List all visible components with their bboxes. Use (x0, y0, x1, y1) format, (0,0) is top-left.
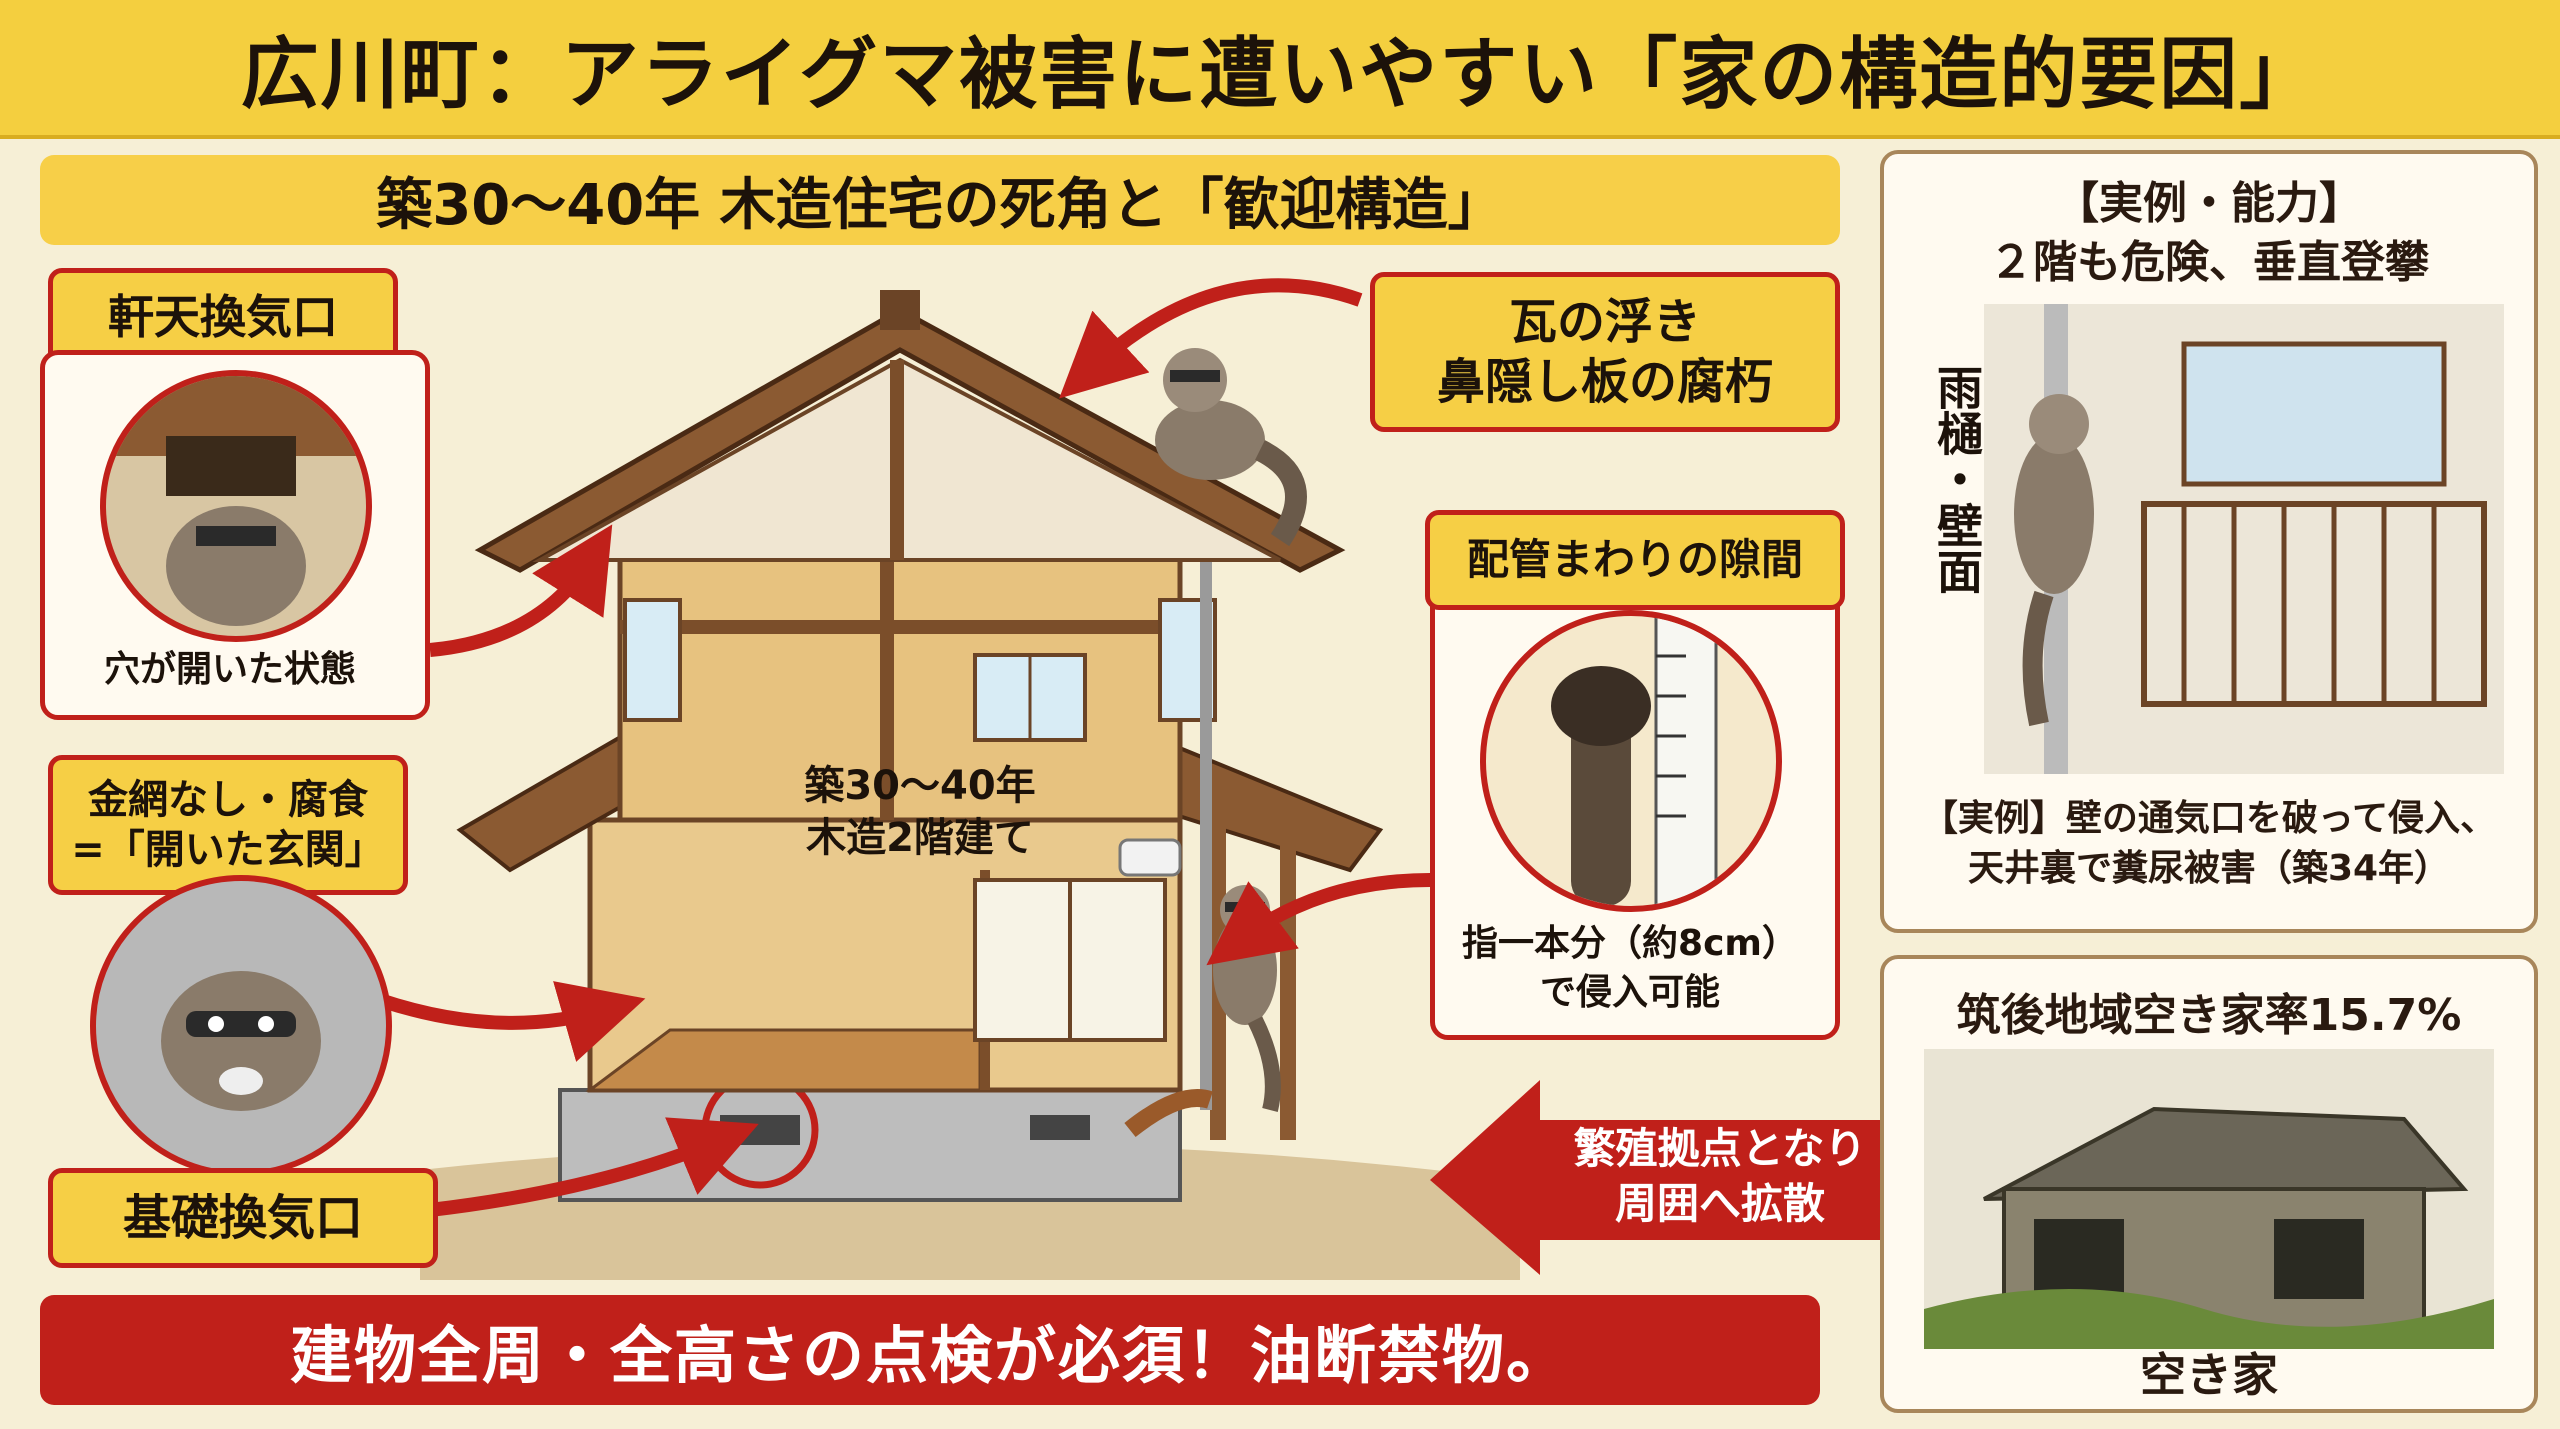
house-age: 築30〜40年 (804, 763, 1036, 809)
eave-vent-image (100, 370, 372, 642)
house-type: 木造2階建て (806, 815, 1034, 861)
roof-tiles-line2: 鼻隠し板の腐朽 (1436, 354, 1773, 410)
no-mesh-image (90, 875, 392, 1177)
vacancy-rate-title: 筑後地域空き家率15.7% (1956, 990, 2462, 1041)
eave-vent-caption: 穴が開いた状態 (103, 649, 356, 690)
right-top-example-line2: 天井裏で糞尿被害（築34年） (1967, 848, 2451, 890)
vacant-house-caption: 空き家 (2140, 1348, 2278, 1402)
pipe-gap-caption: 指一本分（約8cm） で侵入可能 (1430, 920, 1830, 1017)
right-top-example: 【実例】壁の通気口を破って侵入、 天井裏で糞尿被害（築34年） (1884, 794, 2534, 895)
roof-tiles-label: 瓦の浮き 鼻隠し板の腐朽 (1370, 272, 1840, 432)
breeding-text: 繁殖拠点となり 周囲へ拡散 (1540, 1122, 1900, 1231)
no-mesh-label: 金網なし・腐食 =「開いた玄関」 (48, 755, 408, 895)
pipe-gap-image (1480, 610, 1782, 912)
no-mesh-line1: 金網なし・腐食 (88, 777, 368, 823)
right-top-title-line2: ２階も危険、垂直登攀 (1989, 237, 2429, 289)
right-bottom-panel: 筑後地域空き家率15.7% 空き家 (1880, 955, 2538, 1413)
right-top-example-line1: 【実例】壁の通気口を破って侵入、 (1921, 798, 2497, 839)
climbing-raccoon-image (1984, 304, 2504, 774)
pipe-gap-label: 配管まわりの隙間 (1425, 510, 1845, 610)
breeding-line1: 繁殖拠点となり (1573, 1124, 1867, 1173)
raccoon-mesh-icon (161, 971, 321, 1111)
right-top-title-line1: 【実例・能力】 (2055, 178, 2363, 229)
right-top-panel: 【実例・能力】 ２階も危険、垂直登攀 雨樋・壁面 【実例】壁の通気口を破って侵入… (1880, 150, 2538, 933)
no-mesh-line2: =「開いた玄関」 (71, 827, 385, 873)
rain-gutter-label: 雨樋・壁面 (1930, 364, 1984, 594)
roof-tiles-line1: 瓦の浮き (1508, 294, 1701, 350)
page-title: 広川町：アライグマ被害に遭いやすい「家の構造的要因」 (240, 29, 2320, 120)
bottom-banner: 建物全周・全高さの点検が必須！油断禁物。 (40, 1295, 1820, 1405)
foundation-vent-label: 基礎換気口 (48, 1168, 438, 1268)
vacant-house-image (1924, 1049, 2494, 1349)
house-label: 築30〜40年 木造2階建て (720, 760, 1120, 864)
subtitle: 築30〜40年 木造住宅の死角と「歓迎構造」 (40, 155, 1840, 245)
pipe-gap-caption-line2: で侵入可能 (1539, 971, 1720, 1013)
right-top-title: 【実例・能力】 ２階も危険、垂直登攀 (1884, 174, 2534, 293)
house-illustration (420, 290, 1520, 1280)
title-bar: 広川町：アライグマ被害に遭いやすい「家の構造的要因」 (0, 0, 2560, 139)
foundation-vent (720, 1115, 800, 1145)
breeding-line2: 周囲へ拡散 (1614, 1178, 1825, 1228)
raccoon-eave-icon (106, 376, 366, 626)
paw-ruler-icon (1551, 616, 1718, 906)
pipe-gap-caption-line1: 指一本分（約8cm） (1462, 923, 1798, 964)
